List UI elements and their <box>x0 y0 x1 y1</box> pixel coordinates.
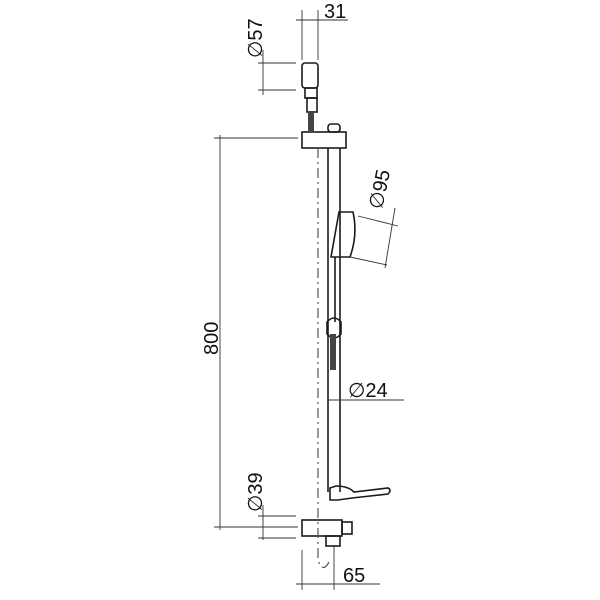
dim-rail-diameter: ∅24 <box>348 380 388 402</box>
outlet-connector <box>304 87 318 99</box>
slider <box>326 317 342 339</box>
dim-bracket-diameter: ∅39 <box>245 472 267 512</box>
dim-handshower-diameter: ∅95 <box>365 168 395 211</box>
dim-bracket-projection: 65 <box>343 565 365 587</box>
dim-outlet-diameter: ∅57 <box>245 18 267 58</box>
bottom-bracket-cap <box>341 521 353 535</box>
bottom-wall-bracket <box>301 519 343 537</box>
wall-outlet <box>301 62 319 89</box>
bottom-bracket-knob <box>325 535 341 547</box>
hose-nut <box>306 97 318 113</box>
hose <box>308 112 336 569</box>
hand-shower-head <box>330 211 356 258</box>
top-wall-bracket <box>301 131 347 149</box>
top-bracket-knob <box>327 123 341 133</box>
dim-outlet-projection: 31 <box>324 1 346 23</box>
dim-rail-length: 800 <box>201 322 223 355</box>
soap-dish <box>329 485 391 501</box>
